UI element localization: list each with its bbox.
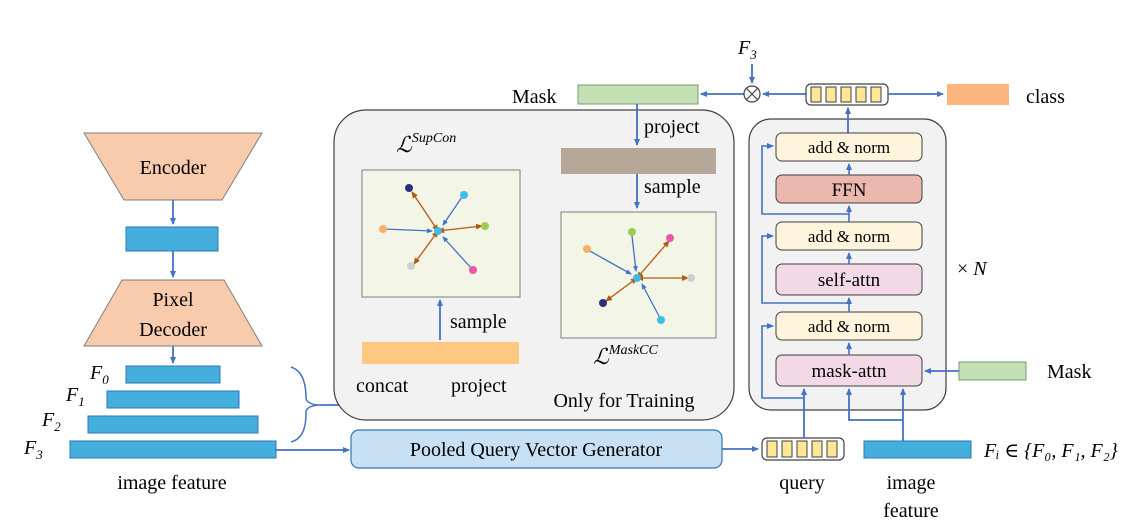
sample-right-label: sample [644,176,701,198]
supcon-plot-arrows [383,191,483,270]
mask-right-label: Mask [1047,361,1091,383]
maskcc-plot-arrows [587,235,689,319]
supcon-point-center [434,227,442,235]
maskcc-point-green [628,228,636,236]
concat-bar [362,342,519,364]
label-f0: F0 [89,362,109,387]
maskcc-point-orange [583,245,591,253]
query-label: query [779,472,825,494]
mask-right-bar [958,361,1027,381]
image-feature-bar-right [863,440,972,459]
image-feature-label-left: image feature [117,472,226,494]
feature-bar-f1 [106,390,240,409]
latent-bar [125,226,219,252]
label-f2: F2 [41,409,61,434]
pooled-generator-label: Pooled Query Vector Generator [410,439,663,461]
encoder-shape [83,132,263,201]
feature-brace [290,366,321,443]
supcon-point-cyan [460,191,468,199]
maskcc-point-center [633,274,641,282]
f3-top-label: F3 [737,37,757,62]
supcon-point-orange [379,225,387,233]
maskcc-point-gray [687,274,695,282]
feature-bar-f2 [87,415,259,434]
feature-to-attn-arrow-2 [846,388,903,421]
maskcc-point-cyan [657,316,665,324]
maskcc-point-navy [599,299,607,307]
image-feature-label-right-2: feature [883,500,939,522]
encoder-label: Encoder [140,157,207,179]
supcon-loss-label: ℒSupCon [396,131,456,157]
only-for-training-label: Only for Training [553,390,694,412]
feature-bar-f0 [125,365,221,384]
class-bar [947,84,1009,105]
supcon-point-navy [405,184,413,192]
pixel-decoder-shape [83,279,263,347]
times-n-label: × N [957,258,988,280]
supcon-point-green [481,222,489,230]
add-norm-label-1: add & norm [808,138,890,157]
add-norm-label-2: add & norm [808,227,890,246]
supcon-point-pink [469,266,477,274]
add-norm-label-3: add & norm [808,317,890,336]
feature-bar-f3 [69,440,277,459]
maskcc-loss-label: ℒMaskCC [593,343,659,369]
concat-label: concat [356,375,409,397]
supcon-point-gray [407,262,415,270]
pixel-decoder-label-1: Pixel [152,289,194,311]
mask-attn-label: mask-attn [812,361,887,382]
output-query-cells [810,86,882,103]
fi-formula-label: Fᵢ ∈ {F₀, F₁, F₂} [983,440,1118,462]
self-attn-label: self-attn [818,270,881,291]
label-f3: F3 [23,437,43,462]
query-vector-cells [766,440,838,458]
ffn-label: FFN [832,180,867,201]
maskcc-point-pink [666,234,674,242]
mask-top-bar [577,84,699,105]
image-feature-label-right-1: image [887,472,936,494]
project-bar [561,148,716,174]
mask-top-label: Mask [512,86,556,108]
pixel-decoder-label-2: Decoder [139,319,207,341]
add-norm-block-1 [775,132,923,162]
label-f1: F1 [65,384,85,409]
project-bottom-label: project [451,375,507,397]
class-label: class [1026,86,1065,108]
project-top-label: project [644,116,700,138]
sample-left-label: sample [450,311,507,333]
decoder-internal-arrows [761,143,852,399]
